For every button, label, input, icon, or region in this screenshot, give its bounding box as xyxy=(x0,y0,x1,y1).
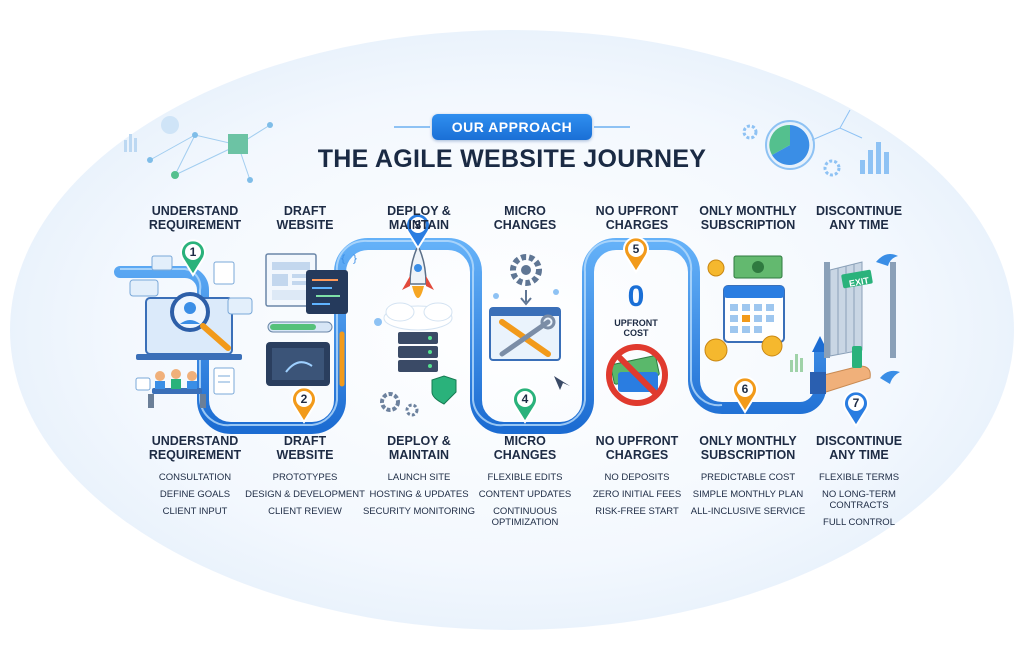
step-6-details: PREDICTABLE COST SIMPLE MONTHLY PLAN ALL-I… xyxy=(686,472,810,523)
hand-icon xyxy=(819,365,871,393)
step-1-detail-item: CONSULTATION xyxy=(158,472,232,483)
step-5-detail-item: NO DEPOSITS xyxy=(604,472,670,483)
step-1-number: 1 xyxy=(190,245,197,259)
step-4-illustration xyxy=(489,254,570,390)
step-5-detail-item: RISK-FREE START xyxy=(595,506,679,517)
step-4-number: 4 xyxy=(522,392,529,406)
step-3-detail-item: HOSTING & UPDATES xyxy=(369,489,469,500)
step-1-illustration xyxy=(129,255,253,408)
step-1-marker: 1 xyxy=(180,239,206,277)
journey-path-highlight xyxy=(120,239,723,427)
page-title: THE AGILE WEBSITE JOURNEY xyxy=(317,145,707,173)
banknote-icon xyxy=(733,255,783,279)
step-7-detail-item: FLEXIBLE TERMS xyxy=(818,472,900,483)
step-6-illustration xyxy=(704,255,803,372)
gear-icon xyxy=(380,392,400,412)
step-6-detail-item: ALL-INCLUSIVE SERVICE xyxy=(690,506,806,517)
step-2-details: PROTOTYPES DESIGN & DEVELOPMENT CLIENT REV… xyxy=(243,472,367,523)
step-3-bottom-title: DEPLOY &MAINTAIN xyxy=(387,434,451,462)
step-7-detail-item: NO LONG-TERM CONTRACTS xyxy=(822,489,896,511)
tools-icon xyxy=(499,314,556,357)
step-4-detail-item: CONTINUOUS OPTIMIZATION xyxy=(491,506,559,528)
step-2-number: 2 xyxy=(301,392,308,406)
bar-chart-icon-left xyxy=(124,134,137,152)
step-7-illustration xyxy=(810,254,900,394)
gear-icon xyxy=(510,254,542,286)
step-4-marker: 4 xyxy=(512,386,538,424)
document-icon xyxy=(213,367,235,395)
step-markers: 1 2 3 4 5 6 7 xyxy=(180,212,869,428)
rocket-icon xyxy=(402,244,434,298)
step-3-top-title: DEPLOY &MAINTAIN xyxy=(387,204,451,232)
step-2-detail-item: DESIGN & DEVELOPMENT xyxy=(245,489,365,500)
no-money-icon xyxy=(606,344,668,406)
step-4-detail-item: FLEXIBLE EDITS xyxy=(487,472,563,483)
step-7-detail-item: FULL CONTROL xyxy=(823,517,895,528)
step-5-detail-item: ZERO INITIAL FEES xyxy=(592,489,682,500)
step-4-details: FLEXIBLE EDITS CONTENT UPDATES CONTINUOUS … xyxy=(463,472,587,534)
step-6-number: 6 xyxy=(742,382,749,396)
step-5-number: 5 xyxy=(633,242,640,256)
step-7-number: 7 xyxy=(853,396,860,410)
step-3-detail-item: LAUNCH SITE xyxy=(387,472,451,483)
svg-text:{ }: { } xyxy=(340,254,358,265)
step-2-detail-item: CLIENT REVIEW xyxy=(268,506,342,517)
bar-chart-icon-right xyxy=(860,142,889,174)
step-3-marker: 3 xyxy=(405,212,431,250)
step-3-illustration xyxy=(374,244,457,417)
step-3-number: 3 xyxy=(415,218,422,232)
step-7-marker: 7 xyxy=(843,390,869,428)
exit-gate-icon xyxy=(824,261,896,358)
upfront-zero-value: 0 xyxy=(627,280,645,313)
step-5-details: NO DEPOSITS ZERO INITIAL FEES RISK-FREE ST… xyxy=(575,472,699,523)
gear-icon-top-right xyxy=(742,124,841,177)
step-1-details: CONSULTATION DEFINE GOALS CLIENT INPUT xyxy=(133,472,257,523)
step-3-detail-item: SECURITY MONITORING xyxy=(362,506,476,517)
approach-badge: OUR APPROACH xyxy=(432,114,592,140)
step-7-details: FLEXIBLE TERMS NO LONG-TERM CONTRACTS FULL… xyxy=(797,472,921,534)
network-decoration-right xyxy=(811,109,863,141)
step-2-illustration: { } xyxy=(265,253,358,387)
step-5-illustration xyxy=(606,344,668,406)
step-5-marker: 5 xyxy=(623,236,649,274)
shield-icon xyxy=(431,375,457,405)
server-icon xyxy=(398,332,438,372)
meeting-icon xyxy=(148,369,206,408)
bird-icon xyxy=(876,254,900,384)
step-3-details: LAUNCH SITE HOSTING & UPDATES SECURITY MON… xyxy=(357,472,481,523)
step-1-detail-item: DEFINE GOALS xyxy=(159,489,231,500)
step-6-marker: 6 xyxy=(732,376,758,414)
network-nodes-left xyxy=(147,116,273,183)
step-1-detail-item: CLIENT INPUT xyxy=(162,506,228,517)
step-6-detail-item: PREDICTABLE COST xyxy=(700,472,796,483)
coin-icon xyxy=(704,259,783,362)
step-6-detail-item: SIMPLE MONTHLY PLAN xyxy=(692,489,804,500)
calendar-icon xyxy=(723,285,785,343)
badge-line-left xyxy=(394,126,430,128)
badge-line-right xyxy=(594,126,630,128)
pie-chart-icon-right xyxy=(765,120,815,170)
step-4-detail-item: CONTENT UPDATES xyxy=(478,489,572,500)
step-2-detail-item: PROTOTYPES xyxy=(272,472,338,483)
code-icon xyxy=(306,270,348,314)
step-2-marker: 2 xyxy=(291,386,317,424)
